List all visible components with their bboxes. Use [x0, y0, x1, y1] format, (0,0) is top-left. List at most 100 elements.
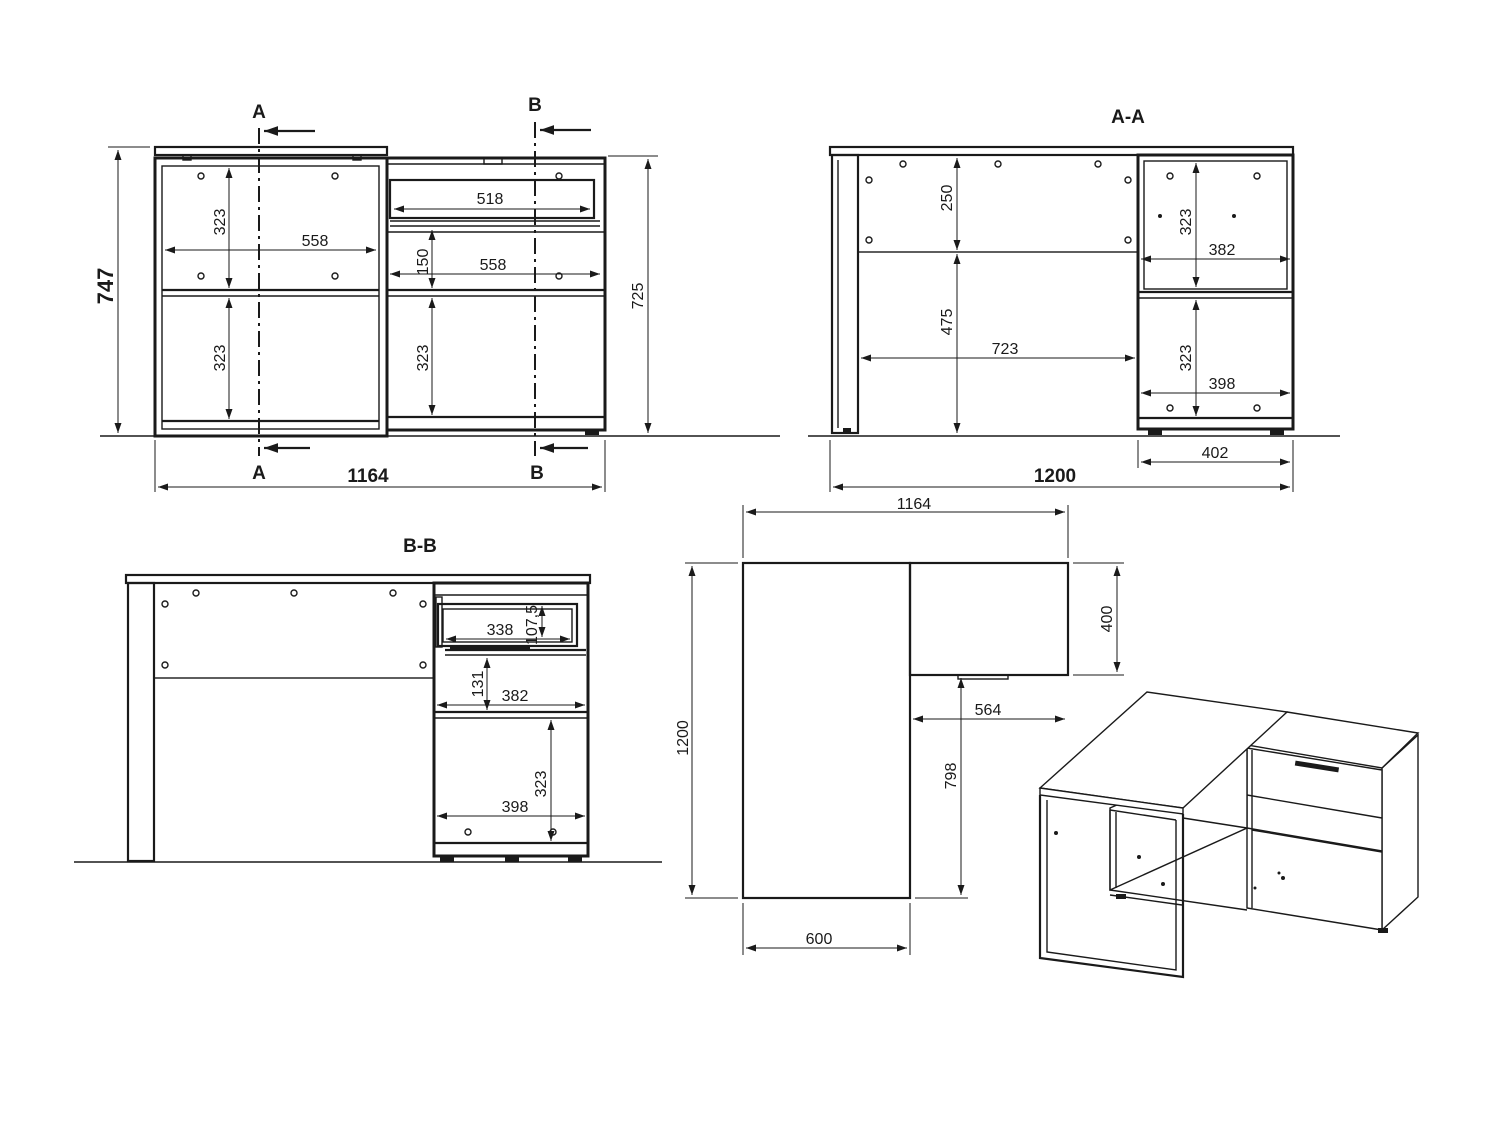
- section-bb-title: B-B: [403, 536, 437, 557]
- dimension-label-bb-338: 338: [487, 622, 514, 639]
- screw-hole: [161, 661, 169, 669]
- dimension-label-aa-1200: 1200: [1034, 466, 1076, 487]
- bb-drawer-front: [435, 596, 443, 648]
- screw-hole: [197, 272, 205, 280]
- dimension-label-aa-323-upper: 323: [1178, 209, 1195, 236]
- screw-hole: [1124, 236, 1132, 244]
- screw-hole: [1166, 404, 1174, 412]
- dimension-label-top-1200: 1200: [675, 720, 692, 756]
- dimension-label-top-400: 400: [1099, 606, 1116, 633]
- dimension-label-top-564: 564: [975, 702, 1002, 719]
- pin-hole: [1232, 214, 1236, 218]
- bb-back-panel: [153, 582, 435, 679]
- pin-hole: [1158, 214, 1162, 218]
- dimension-label-558-left: 558: [302, 233, 329, 250]
- iso-foot: [1378, 928, 1388, 933]
- dimension-label-left-upper: 323: [212, 209, 229, 236]
- dimension-label-aa-250: 250: [939, 185, 956, 212]
- iso-back-shelf: [1182, 817, 1248, 829]
- screw-hole: [865, 176, 873, 184]
- screw-hole: [192, 589, 200, 597]
- screw-hole: [1253, 172, 1261, 180]
- screw-hole: [197, 172, 205, 180]
- screw-hole: [1253, 404, 1261, 412]
- front-drawer: [388, 178, 596, 220]
- dimension-label-aa-323-lower: 323: [1178, 345, 1195, 372]
- front-foot: [585, 430, 599, 435]
- dimension-label-bb-382: 382: [502, 688, 529, 705]
- screw-hole: [419, 600, 427, 608]
- screw-hole: [1124, 176, 1132, 184]
- section-a-label-bottom: A: [252, 463, 266, 484]
- section-aa-view: A-A 250 475: [808, 107, 1340, 492]
- screw-hole: [331, 272, 339, 280]
- section-bb-view: B-B 338 107,5: [74, 536, 662, 863]
- bb-foot: [505, 856, 519, 862]
- dimension-label-aa-475: 475: [939, 309, 956, 336]
- screw-hole: [464, 828, 472, 836]
- aa-cabinet-upper: [1143, 160, 1288, 290]
- screw-hole: [331, 172, 339, 180]
- screw-hole: [865, 236, 873, 244]
- pin-hole: [1054, 831, 1058, 835]
- screw-hole: [899, 160, 907, 168]
- iso-cabinet-shelf: [1246, 827, 1383, 852]
- aa-back-panel: [857, 154, 1139, 253]
- section-aa-title: A-A: [1111, 107, 1145, 128]
- dimension-label-bb-131: 131: [470, 671, 487, 698]
- iso-sled-leg: [1038, 795, 1185, 979]
- iso-drawer-handle: [1294, 760, 1340, 773]
- pin-hole: [1277, 871, 1281, 875]
- section-b-label-bottom: B: [530, 463, 544, 484]
- screw-hole: [555, 172, 563, 180]
- iso-cabinet-shelf: [1251, 829, 1383, 853]
- section-a-label-top: A: [252, 102, 266, 123]
- top-handle: [957, 674, 1009, 680]
- bb-left-leg: [126, 581, 156, 863]
- bb-foot: [568, 856, 582, 862]
- section-b-label-top: B: [528, 95, 542, 116]
- bb-foot: [440, 856, 454, 862]
- dimension-label-bb-107-5: 107,5: [524, 605, 541, 645]
- front-view: A B A B 747 725 1164 518 558 558 150 323…: [93, 95, 780, 492]
- aa-foot: [1270, 429, 1284, 435]
- dimension-label-aa-398: 398: [1209, 376, 1236, 393]
- screw-hole: [994, 160, 1002, 168]
- top-desk-surface: [741, 561, 912, 900]
- dimension-label-bb-323: 323: [533, 771, 550, 798]
- screw-hole: [161, 600, 169, 608]
- iso-inner-rail: [1109, 809, 1177, 821]
- pin-hole: [1253, 886, 1257, 890]
- dimension-label-left-lower: 323: [212, 345, 229, 372]
- front-desk-body: [153, 156, 389, 438]
- front-desk-top: [153, 145, 389, 157]
- pin-hole: [1137, 855, 1141, 859]
- screw-hole: [389, 589, 397, 597]
- iso-foot: [1116, 894, 1126, 899]
- dimension-label-right-lower: 323: [415, 345, 432, 372]
- dimension-label-aa-723: 723: [992, 341, 1019, 358]
- aa-left-leg: [830, 153, 860, 435]
- dimension-label-725: 725: [630, 283, 647, 310]
- dimension-label-1164: 1164: [347, 466, 389, 487]
- dimension-label-top-1164: 1164: [897, 496, 932, 513]
- dimension-label-top-600: 600: [806, 931, 833, 948]
- dimension-label-518: 518: [477, 191, 504, 208]
- iso-bottom-edge: [1109, 889, 1248, 911]
- dimension-label-747: 747: [93, 268, 118, 305]
- dimension-label-aa-382: 382: [1209, 242, 1236, 259]
- bb-drawer: [436, 602, 579, 648]
- screw-hole: [1166, 172, 1174, 180]
- front-desk-panel: [161, 165, 380, 430]
- pin-hole: [1281, 876, 1285, 880]
- dimension-label-150: 150: [415, 249, 432, 276]
- aa-leg-foot: [843, 428, 851, 434]
- pin-hole: [1161, 882, 1165, 886]
- iso-sled-leg-inner: [1046, 800, 1177, 971]
- screw-hole: [419, 661, 427, 669]
- dimension-label-aa-402: 402: [1202, 445, 1229, 462]
- bb-drawer-runner: [450, 647, 530, 650]
- top-view: 1164 1200 400 564 798 600: [675, 496, 1124, 955]
- screw-hole: [290, 589, 298, 597]
